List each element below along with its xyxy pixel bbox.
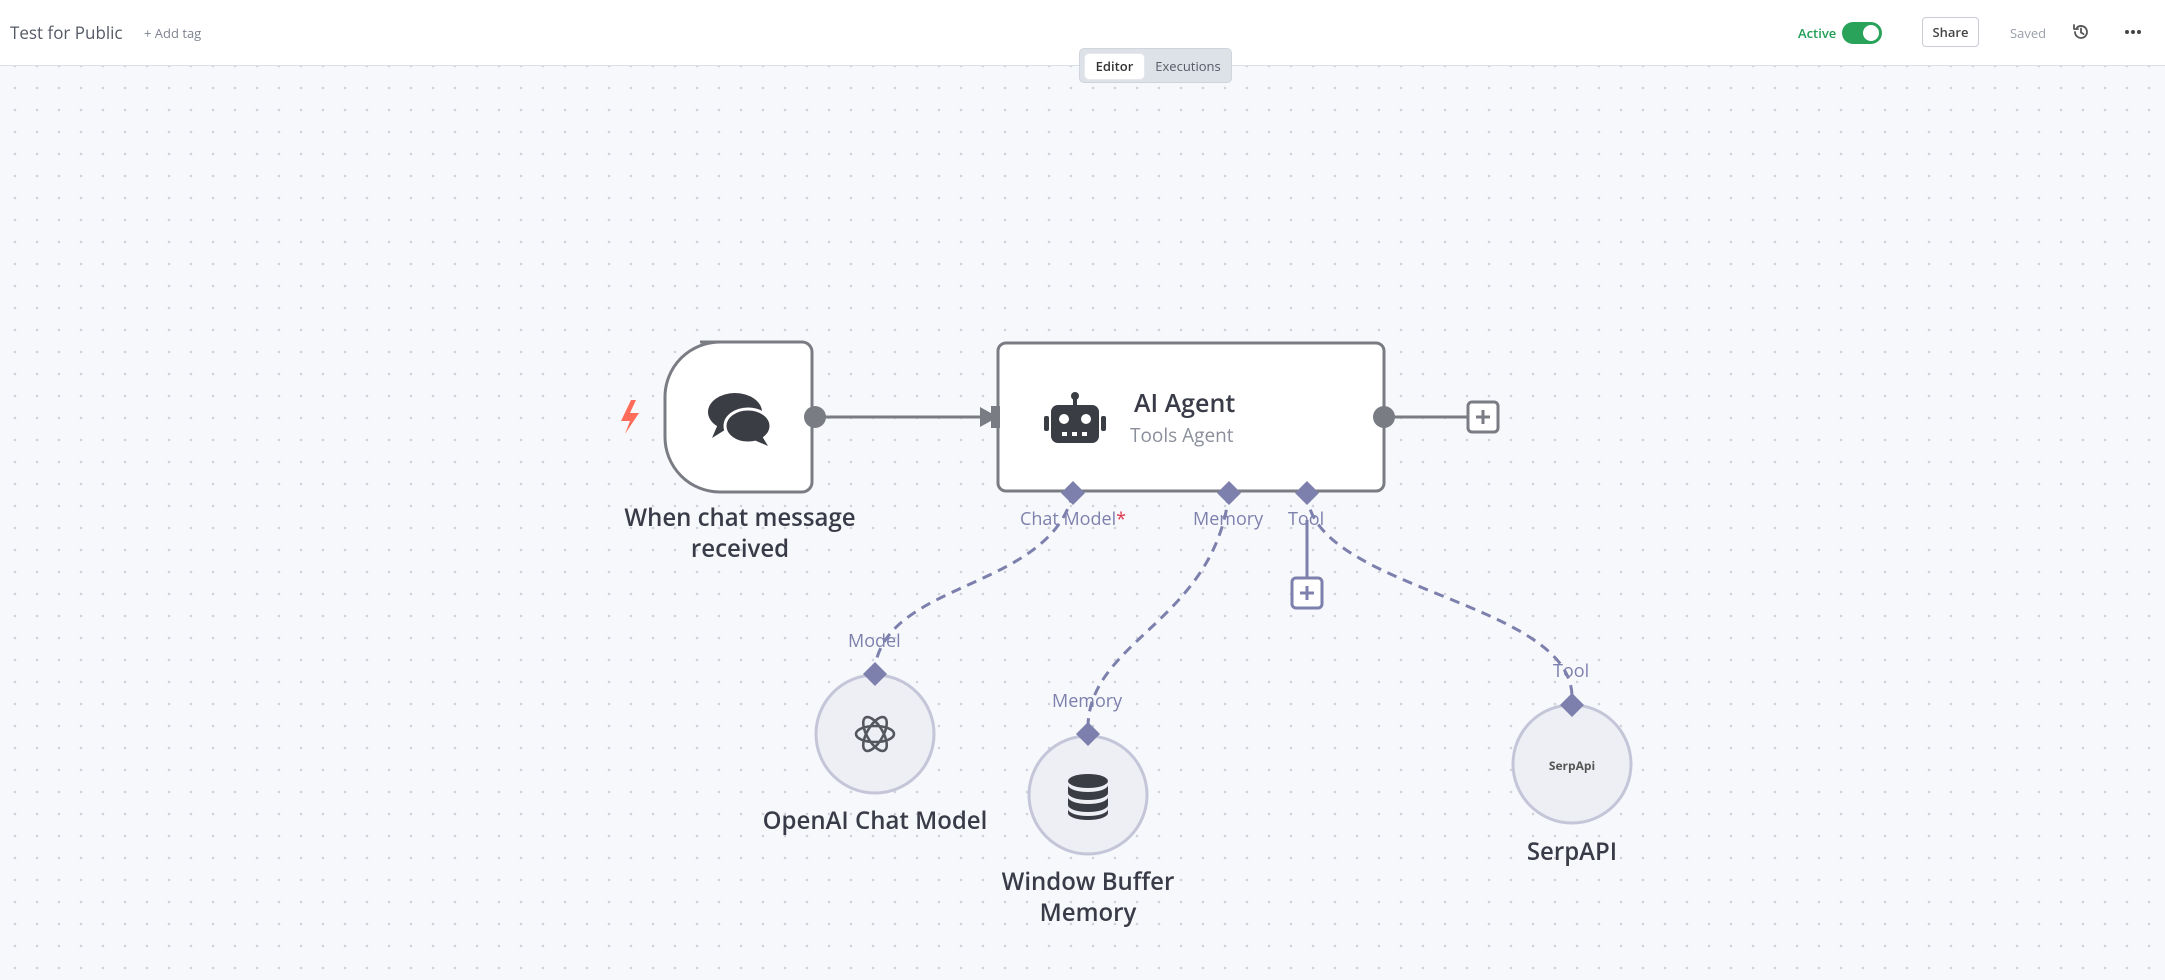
agent-tool-handle bbox=[1295, 481, 1319, 505]
trigger-output-handle bbox=[804, 406, 826, 428]
serpapi-input-label: Tool bbox=[1553, 659, 1590, 683]
tool-connector-label: Tool bbox=[1288, 507, 1325, 531]
openai-logo-icon bbox=[854, 715, 896, 753]
memory-input-handle bbox=[1076, 722, 1100, 746]
chat-model-label-text: Chat Model bbox=[1020, 507, 1117, 531]
saved-status: Saved bbox=[2010, 24, 2047, 42]
share-button[interactable]: Share bbox=[1922, 17, 1979, 47]
serpapi-title: SerpAPI bbox=[1526, 835, 1618, 868]
memory-input-label: Memory bbox=[1052, 689, 1123, 713]
add-tag-button[interactable]: + Add tag bbox=[144, 24, 202, 42]
edge-chat-model bbox=[873, 492, 1075, 667]
add-node-button[interactable] bbox=[1466, 400, 1500, 434]
more-options-icon[interactable] bbox=[2122, 22, 2144, 42]
openai-input-handle bbox=[863, 662, 887, 686]
chat-bubbles-icon bbox=[708, 393, 773, 446]
memory-connector-label: Memory bbox=[1193, 507, 1264, 531]
add-tool-button[interactable] bbox=[1290, 576, 1324, 610]
mode-switch: Editor Executions bbox=[1079, 48, 1232, 83]
active-toggle[interactable] bbox=[1842, 22, 1882, 44]
history-icon[interactable] bbox=[2071, 22, 2091, 42]
serpapi-logo: SerpApi bbox=[1548, 757, 1596, 774]
window-buffer-memory-title: Window Buffer Memory bbox=[1001, 865, 1175, 929]
edge-arrowhead bbox=[980, 407, 998, 427]
agent-chat-model-handle bbox=[1061, 481, 1085, 505]
toggle-knob bbox=[1863, 25, 1879, 41]
edge-memory bbox=[1086, 492, 1231, 727]
agent-input-handle bbox=[991, 406, 1000, 428]
openai-chat-model-node bbox=[814, 673, 936, 795]
required-marker: * bbox=[1116, 507, 1127, 531]
agent-memory-handle bbox=[1217, 481, 1241, 505]
active-label: Active bbox=[1798, 24, 1837, 42]
tab-executions[interactable]: Executions bbox=[1155, 57, 1221, 75]
agent-output-handle bbox=[1373, 406, 1395, 428]
robot-icon bbox=[1044, 392, 1106, 443]
openai-chat-model-title: OpenAI Chat Model bbox=[762, 804, 988, 837]
lightning-bolt-icon bbox=[621, 400, 639, 434]
edge-tool-serpapi bbox=[1305, 492, 1574, 697]
database-icon bbox=[1068, 774, 1108, 820]
ai-agent-title: AI Agent bbox=[1134, 386, 1236, 420]
serpapi-input-handle bbox=[1560, 693, 1584, 717]
chat-model-connector-label: Chat Model* bbox=[1020, 507, 1126, 531]
workflow-name[interactable]: Test for Public bbox=[10, 21, 123, 44]
openai-input-label: Model bbox=[848, 629, 901, 653]
tab-editor[interactable]: Editor bbox=[1085, 54, 1144, 79]
chat-trigger-title: When chat message received bbox=[624, 501, 856, 565]
ai-agent-subtitle: Tools Agent bbox=[1130, 422, 1234, 448]
